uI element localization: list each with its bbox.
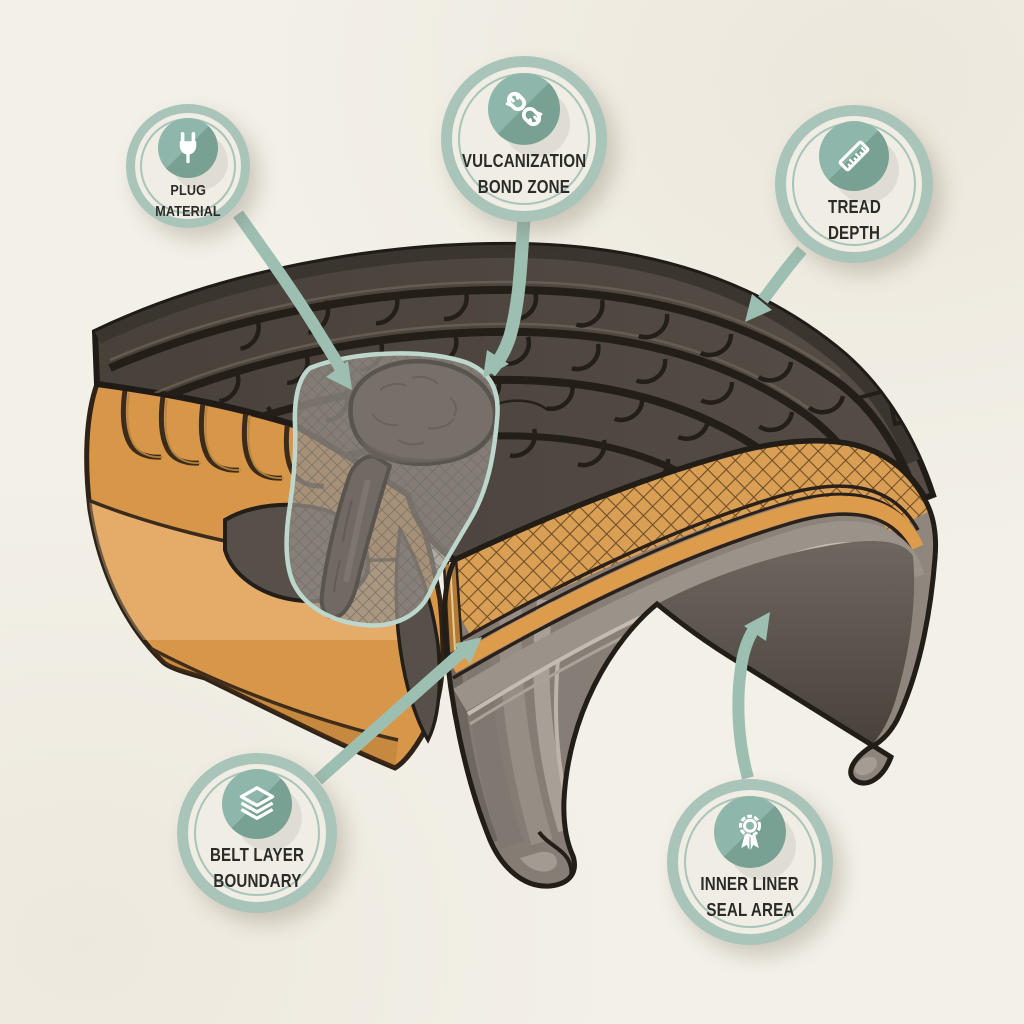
callout-tread-depth: TREAD DEPTH — [775, 105, 933, 263]
ribbon-icon — [714, 796, 786, 868]
tire-casing-assembly — [442, 438, 939, 889]
callout-label-line1: BELT LAYER — [209, 845, 305, 865]
layers-icon — [222, 769, 292, 839]
callout-label-line1: PLUG — [170, 182, 206, 199]
callout-label-line1: VULCANIZATION — [461, 151, 587, 171]
callout-inner-liner-seal-area: INNER LINER SEAL AREA — [667, 779, 833, 945]
callout-plug-material: PLUG MATERIAL — [126, 104, 250, 228]
inner-liner — [657, 540, 915, 748]
broken-link-icon — [488, 73, 560, 145]
callout-label-line1: TREAD — [827, 197, 881, 217]
ruler-icon — [819, 121, 889, 191]
arrow-inner-liner — [732, 625, 760, 780]
belt-layer-band — [444, 440, 936, 636]
callout-vulcanization-bond-zone: VULCANIZATION BOND ZONE — [441, 56, 607, 222]
callout-label-line2: BOND ZONE — [477, 176, 571, 197]
plug-icon — [158, 118, 218, 178]
callout-label-line1: INNER LINER — [700, 874, 800, 894]
callout-label-line2: DEPTH — [827, 222, 881, 243]
arrow-belt-layer — [314, 647, 466, 785]
callout-label-line2: SEAL AREA — [705, 899, 795, 920]
arrow-tread-depth — [758, 246, 807, 304]
callout-label-line2: MATERIAL — [155, 202, 221, 220]
callout-arrows — [233, 210, 807, 785]
callout-belt-layer-boundary: BELT LAYER BOUNDARY — [177, 753, 337, 913]
callout-label-line2: BOUNDARY — [212, 870, 302, 891]
arrow-plug-material — [233, 210, 346, 371]
